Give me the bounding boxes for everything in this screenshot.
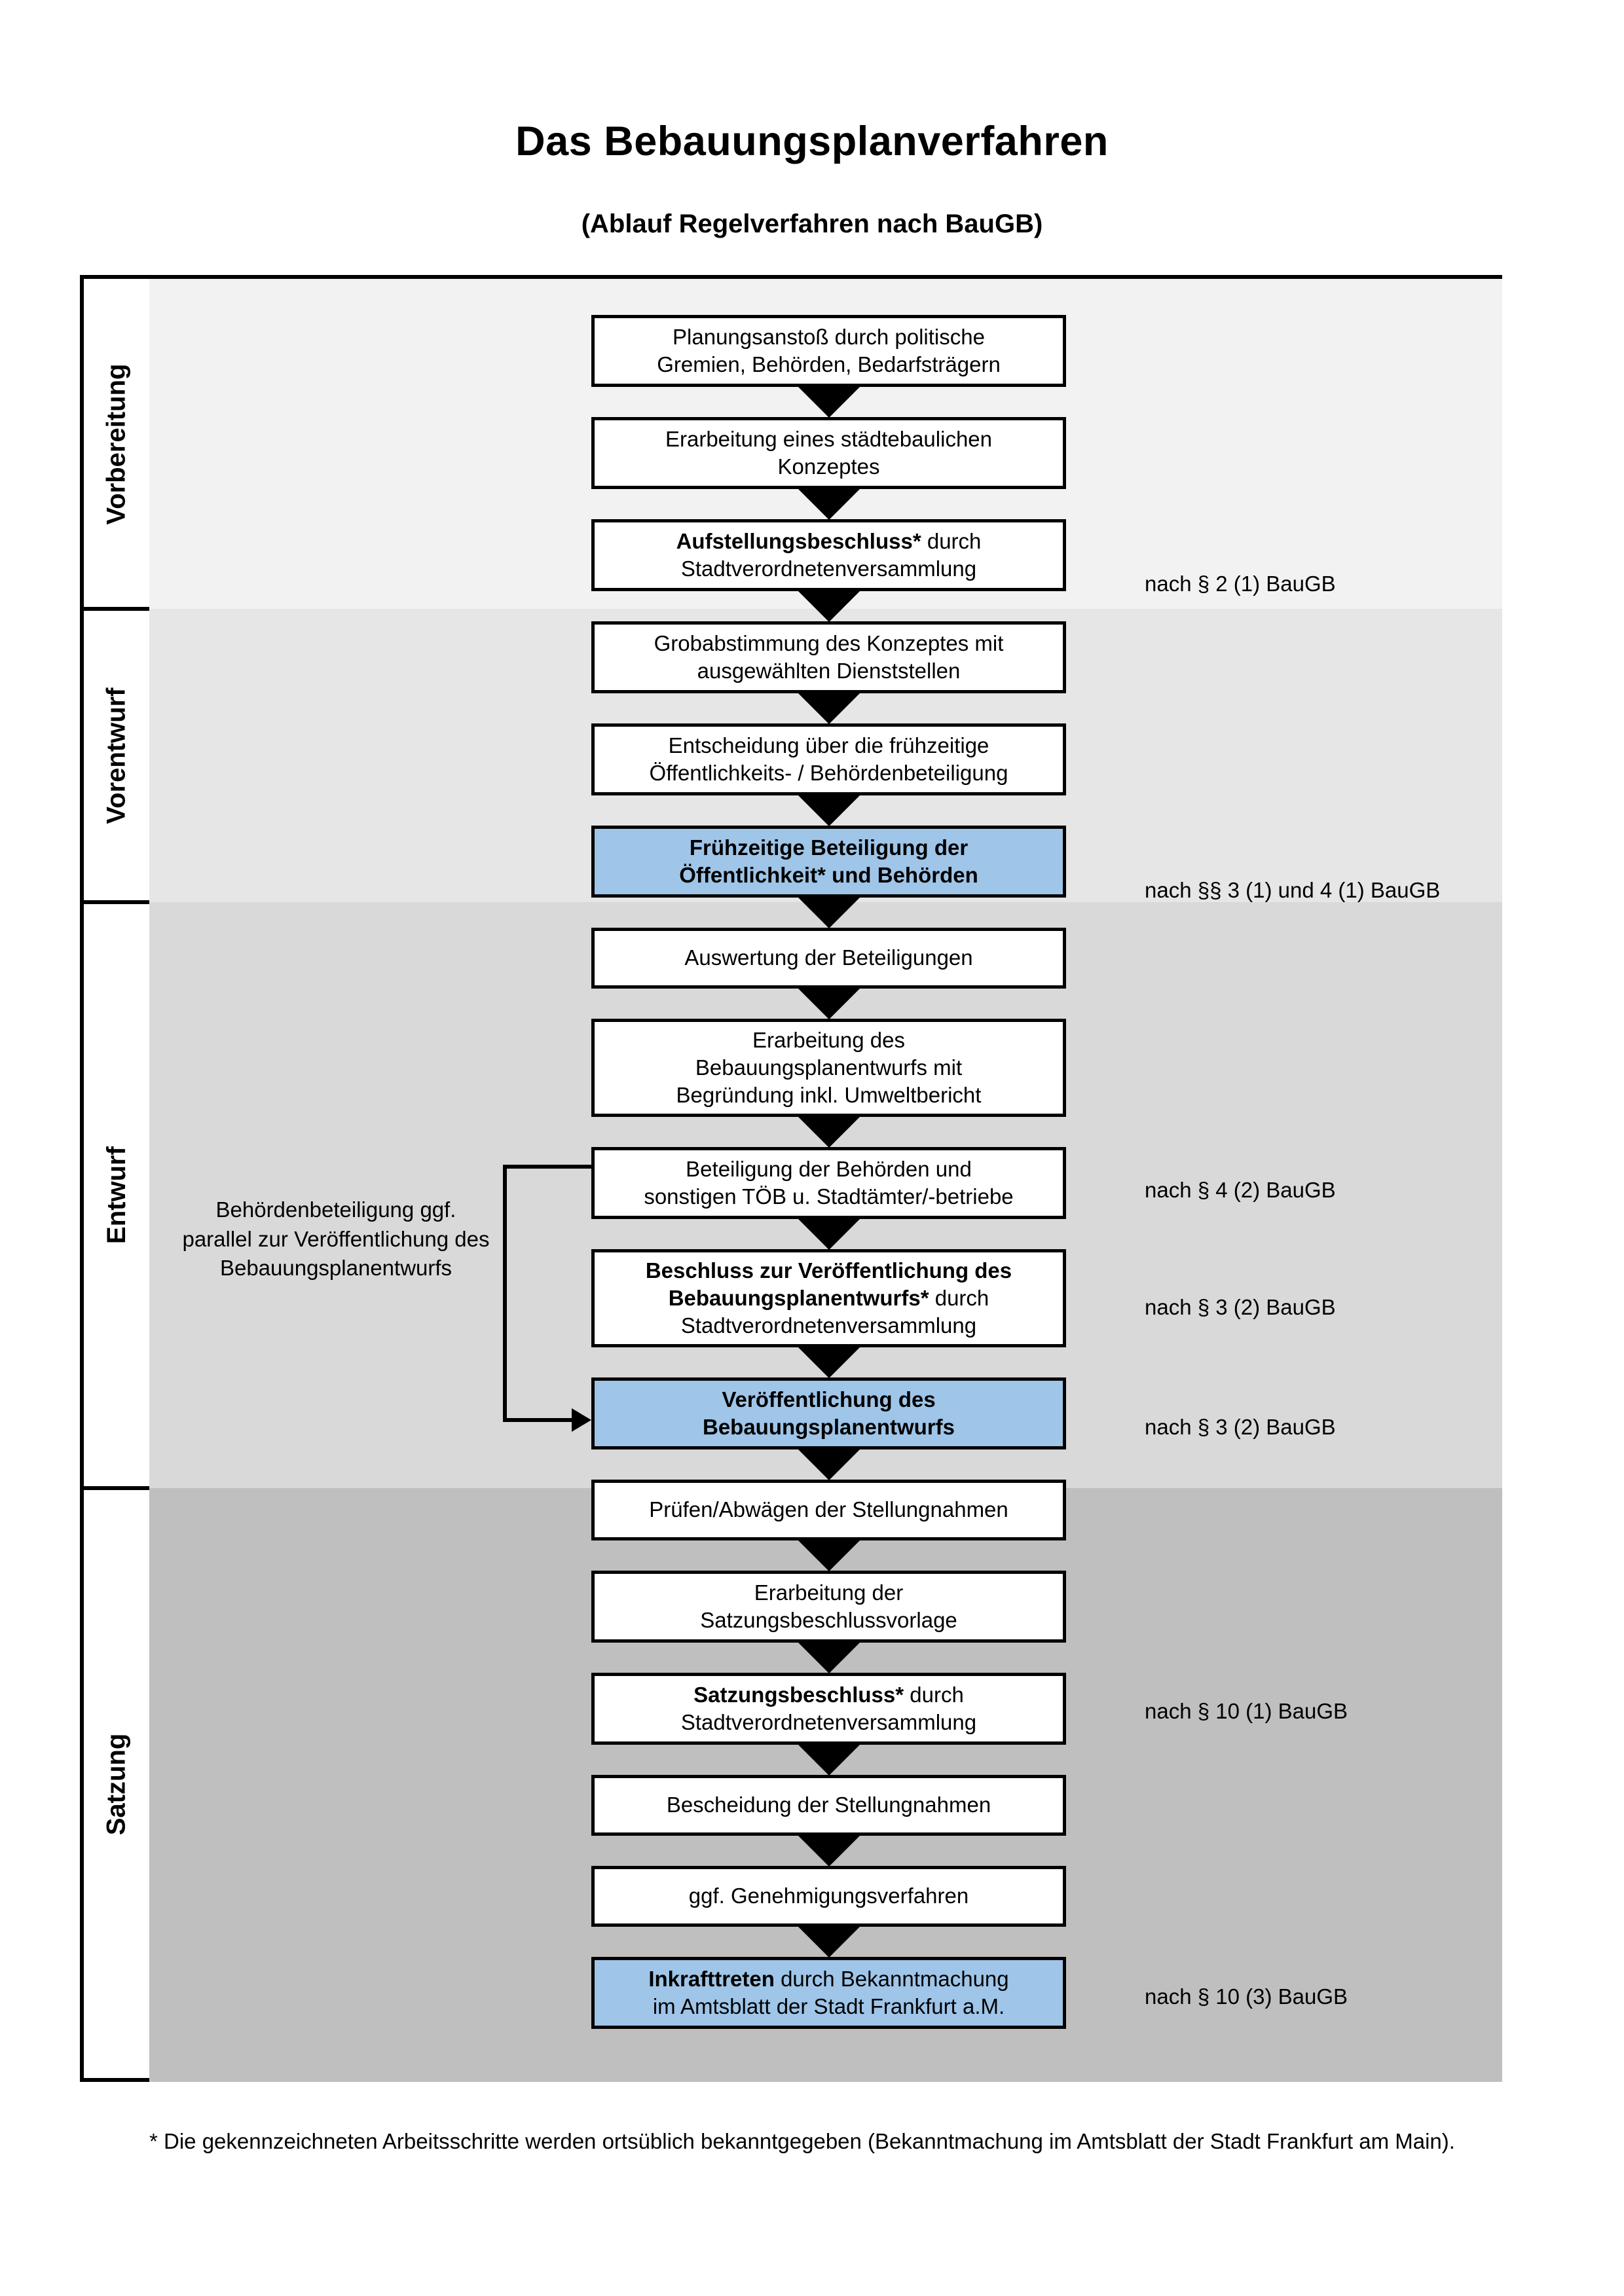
step-box-grobabstimmung[interactable]: Grobabstimmung des Konzeptes mit ausgewä… (591, 621, 1066, 693)
step-line: Grobabstimmung des Konzeptes mit (654, 630, 1004, 655)
step-line: Öffentlichkeit* und Behörden (679, 863, 978, 887)
step-box-staedtebauliches-konzept[interactable]: Erarbeitung eines städtebaulichen Konzep… (591, 417, 1066, 489)
step-line: Aufstellungsbeschluss* durch (676, 528, 982, 553)
step-line: Beschluss zur Veröffentlichung des (645, 1258, 1012, 1283)
left-note-line: Bebauungsplanentwurfs (219, 1256, 452, 1281)
side-note-par-4-2: nach § 4 (2) BauGB (1145, 1178, 1336, 1202)
footnote-text: * Die gekennzeichneten Arbeitsschritte w… (149, 2129, 1455, 2153)
step-box-fruehzeitige-beteiligung[interactable]: Frühzeitige Beteiligung der Öffentlichke… (591, 826, 1066, 898)
flow-arrow-down (798, 1449, 860, 1480)
left-note-line: Veröffentlichung des (294, 1226, 490, 1251)
step-line: Stadtverordnetenversammlung (680, 556, 977, 581)
step-line: Gremien, Behörden, Bedarfsträgern (657, 352, 1001, 376)
step-box-auswertung-beteiligungen[interactable]: Auswertung der Beteiligungen (591, 928, 1066, 989)
flow-arrow-down (798, 488, 860, 520)
left-note-line: ggf. parallel zur (182, 1197, 456, 1251)
step-line: sonstigen TÖB u. Stadtämter/-betriebe (644, 1184, 1014, 1209)
phase-rail: Vorbereitung Vorentwurf Entwurf Satzung (84, 279, 149, 2078)
step-line: Erarbeitung des (752, 1027, 905, 1052)
step-box-pruefen-abwaegen[interactable]: Prüfen/Abwägen der Stellungnahmen (591, 1480, 1066, 1540)
rail-divider-1 (84, 607, 149, 611)
page-title: Das Bebauungsplanverfahren (515, 118, 1109, 164)
step-line: Bebauungsplanentwurfs (702, 1415, 955, 1439)
phase-cell-entwurf: Entwurf (84, 904, 149, 1486)
process-frame: Vorbereitung Vorentwurf Entwurf Satzung … (80, 275, 1502, 2082)
step-line: Auswertung der Beteiligungen (684, 945, 973, 970)
flow-arrow-down (798, 1347, 860, 1378)
loop-arrow-head (572, 1408, 591, 1432)
left-note-line: Behördenbeteiligung (215, 1197, 415, 1222)
flow-arrow-down (798, 988, 860, 1019)
step-line: Beteiligung der Behörden und (686, 1156, 972, 1181)
step-line: Satzungsbeschluss* durch (693, 1682, 964, 1707)
side-note-par-2-1: nach § 2 (1) BauGB (1145, 572, 1336, 596)
step-line: Begründung inkl. Umweltbericht (676, 1083, 982, 1108)
loop-segment-bottom (503, 1418, 572, 1422)
step-box-beteiligung-behoerden-toeb[interactable]: Beteiligung der Behörden und sonstigen T… (591, 1147, 1066, 1219)
step-line: Inkrafttreten durch Bekanntmachung (648, 1966, 1009, 1991)
flow-arrow-down (798, 1218, 860, 1250)
flow-arrow-down (798, 591, 860, 622)
flow-arrow-down (798, 1744, 860, 1776)
step-box-aufstellungsbeschluss[interactable]: Aufstellungsbeschluss* durch Stadtverord… (591, 519, 1066, 591)
loop-segment-vertical (503, 1165, 507, 1420)
step-line: Frühzeitige Beteiligung der (689, 835, 969, 860)
step-box-erarbeitung-satzungsbeschlussvorlage[interactable]: Erarbeitung der Satzungsbeschlussvorlage (591, 1571, 1066, 1643)
side-note-par-3-2-b: nach § 3 (2) BauGB (1145, 1415, 1336, 1439)
flow-arrow-down (798, 386, 860, 418)
step-line: Planungsanstoß durch politische (673, 324, 985, 349)
step-box-planungsanstoss[interactable]: Planungsanstoß durch politische Gremien,… (591, 315, 1066, 387)
flow-arrow-down (798, 1926, 860, 1958)
step-line: Bebauungsplanentwurfs* durch (668, 1285, 989, 1310)
step-box-genehmigungsverfahren[interactable]: ggf. Genehmigungsverfahren (591, 1866, 1066, 1927)
side-note-par-3-2-a: nach § 3 (2) BauGB (1145, 1295, 1336, 1319)
flow-arrow-down (798, 1835, 860, 1867)
step-box-entscheidung-fruehzeitige-beteiligung[interactable]: Entscheidung über die frühzeitige Öffent… (591, 723, 1066, 795)
step-line: Erarbeitung eines städtebaulichen (665, 426, 992, 451)
flow-arrow-down (798, 1116, 860, 1148)
rail-divider-2 (84, 900, 149, 904)
step-line: Stadtverordnetenversammlung (680, 1710, 977, 1734)
side-note-par-10-3: nach § 10 (3) BauGB (1145, 1984, 1348, 2009)
step-box-veroeffentlichung-bebauungsplanentwurf[interactable]: Veröffentlichung des Bebauungsplanentwur… (591, 1377, 1066, 1449)
flow-arrow-down (798, 795, 860, 826)
step-line: Satzungsbeschlussvorlage (700, 1608, 957, 1632)
step-line: ausgewählten Dienststellen (697, 659, 961, 683)
rail-divider-3 (84, 1486, 149, 1490)
step-line: Bebauungsplanentwurfs mit (695, 1055, 963, 1080)
phase-cell-vorentwurf: Vorentwurf (84, 611, 149, 900)
step-line: Prüfen/Abwägen der Stellungnahmen (649, 1497, 1008, 1522)
step-box-beschluss-veroeffentlichung[interactable]: Beschluss zur Veröffentlichung des Bebau… (591, 1249, 1066, 1347)
flow-arrow-down (798, 897, 860, 928)
step-box-erarbeitung-bebauungsplanentwurf[interactable]: Erarbeitung des Bebauungsplanentwurfs mi… (591, 1019, 1066, 1117)
step-line: Veröffentlichung des (722, 1387, 936, 1412)
loop-segment-top (503, 1165, 593, 1169)
flow-arrow-down (798, 1540, 860, 1571)
phase-cell-vorbereitung: Vorbereitung (84, 279, 149, 609)
step-line: Öffentlichkeits- / Behördenbeteiligung (649, 761, 1008, 785)
feedback-loop-connector (84, 279, 1498, 2078)
step-box-satzungsbeschluss[interactable]: Satzungsbeschluss* durch Stadtverordnete… (591, 1673, 1066, 1745)
step-line: Entscheidung über die frühzeitige (668, 733, 989, 757)
left-note-behoerdenbeteiligung: Behördenbeteiligung ggf. parallel zur Ve… (182, 1195, 490, 1283)
side-note-par-3-1-4-1: nach §§ 3 (1) und 4 (1) BauGB (1145, 878, 1441, 902)
step-line: Konzeptes (777, 454, 880, 479)
side-note-par-10-1: nach § 10 (1) BauGB (1145, 1699, 1348, 1723)
step-line: Bescheidung der Stellungnahmen (666, 1793, 991, 1817)
phase-cell-satzung: Satzung (84, 1490, 149, 2078)
step-line: Erarbeitung der (754, 1580, 904, 1605)
step-line: Stadtverordnetenversammlung (680, 1313, 977, 1338)
step-box-bescheidung-stellungnahmen[interactable]: Bescheidung der Stellungnahmen (591, 1775, 1066, 1836)
flow-arrow-down (798, 1642, 860, 1673)
step-line: im Amtsblatt der Stadt Frankfurt a.M. (652, 1994, 1005, 2018)
flow-arrow-down (798, 693, 860, 724)
step-box-inkrafttreten[interactable]: Inkrafttreten durch Bekanntmachung im Am… (591, 1957, 1066, 2029)
step-line: ggf. Genehmigungsverfahren (688, 1884, 969, 1908)
page-subtitle: (Ablauf Regelverfahren nach BauGB) (581, 210, 1043, 238)
